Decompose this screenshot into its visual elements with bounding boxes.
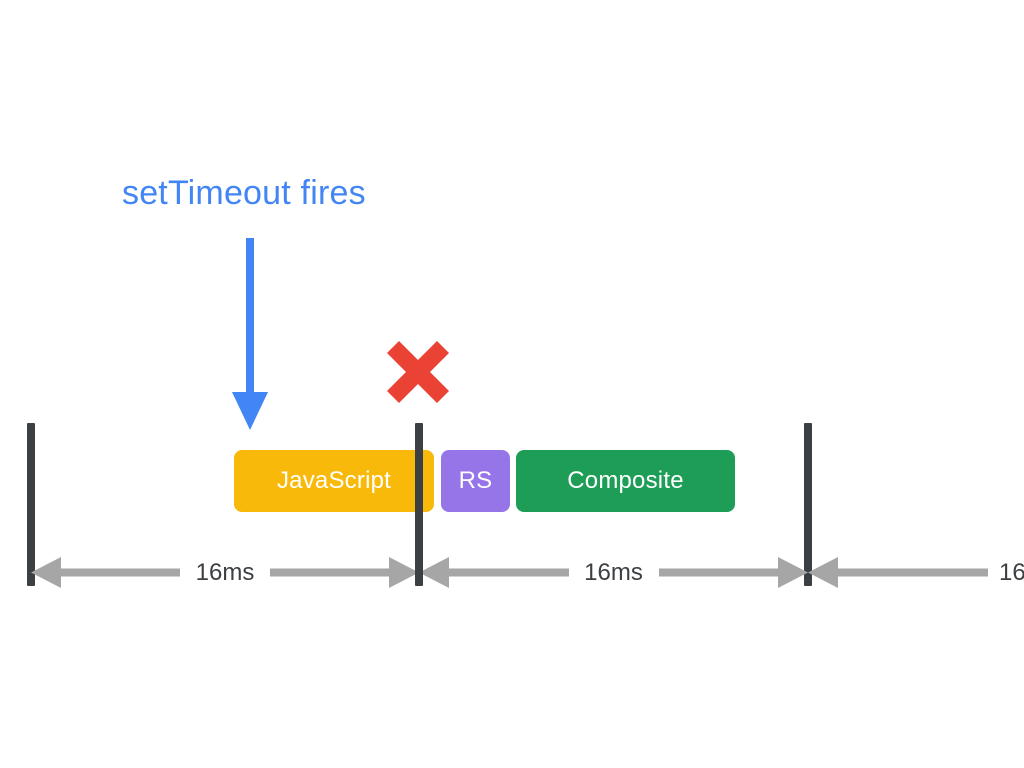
task-bar-composite: Composite	[516, 450, 735, 512]
task-bar-javascript: JavaScript	[234, 450, 434, 512]
task-bar-rs: RS	[441, 450, 510, 512]
measure-span-1: 16ms	[31, 556, 419, 589]
annotation-label-settimeout: setTimeout fires	[122, 174, 366, 212]
frame-tick-start	[27, 423, 35, 586]
measure-span-2: 16ms	[419, 556, 808, 589]
frame-tick-boundary	[415, 423, 423, 586]
measure-span-3: 16	[808, 556, 1024, 589]
frame-tick-end	[804, 423, 812, 586]
measure-label-2: 16ms	[568, 556, 659, 589]
missed-deadline-x-icon	[382, 336, 454, 408]
measure-label-1: 16ms	[180, 556, 270, 589]
annotation-arrow-down-icon	[228, 238, 272, 430]
measure-label-3: 16	[990, 556, 1024, 589]
